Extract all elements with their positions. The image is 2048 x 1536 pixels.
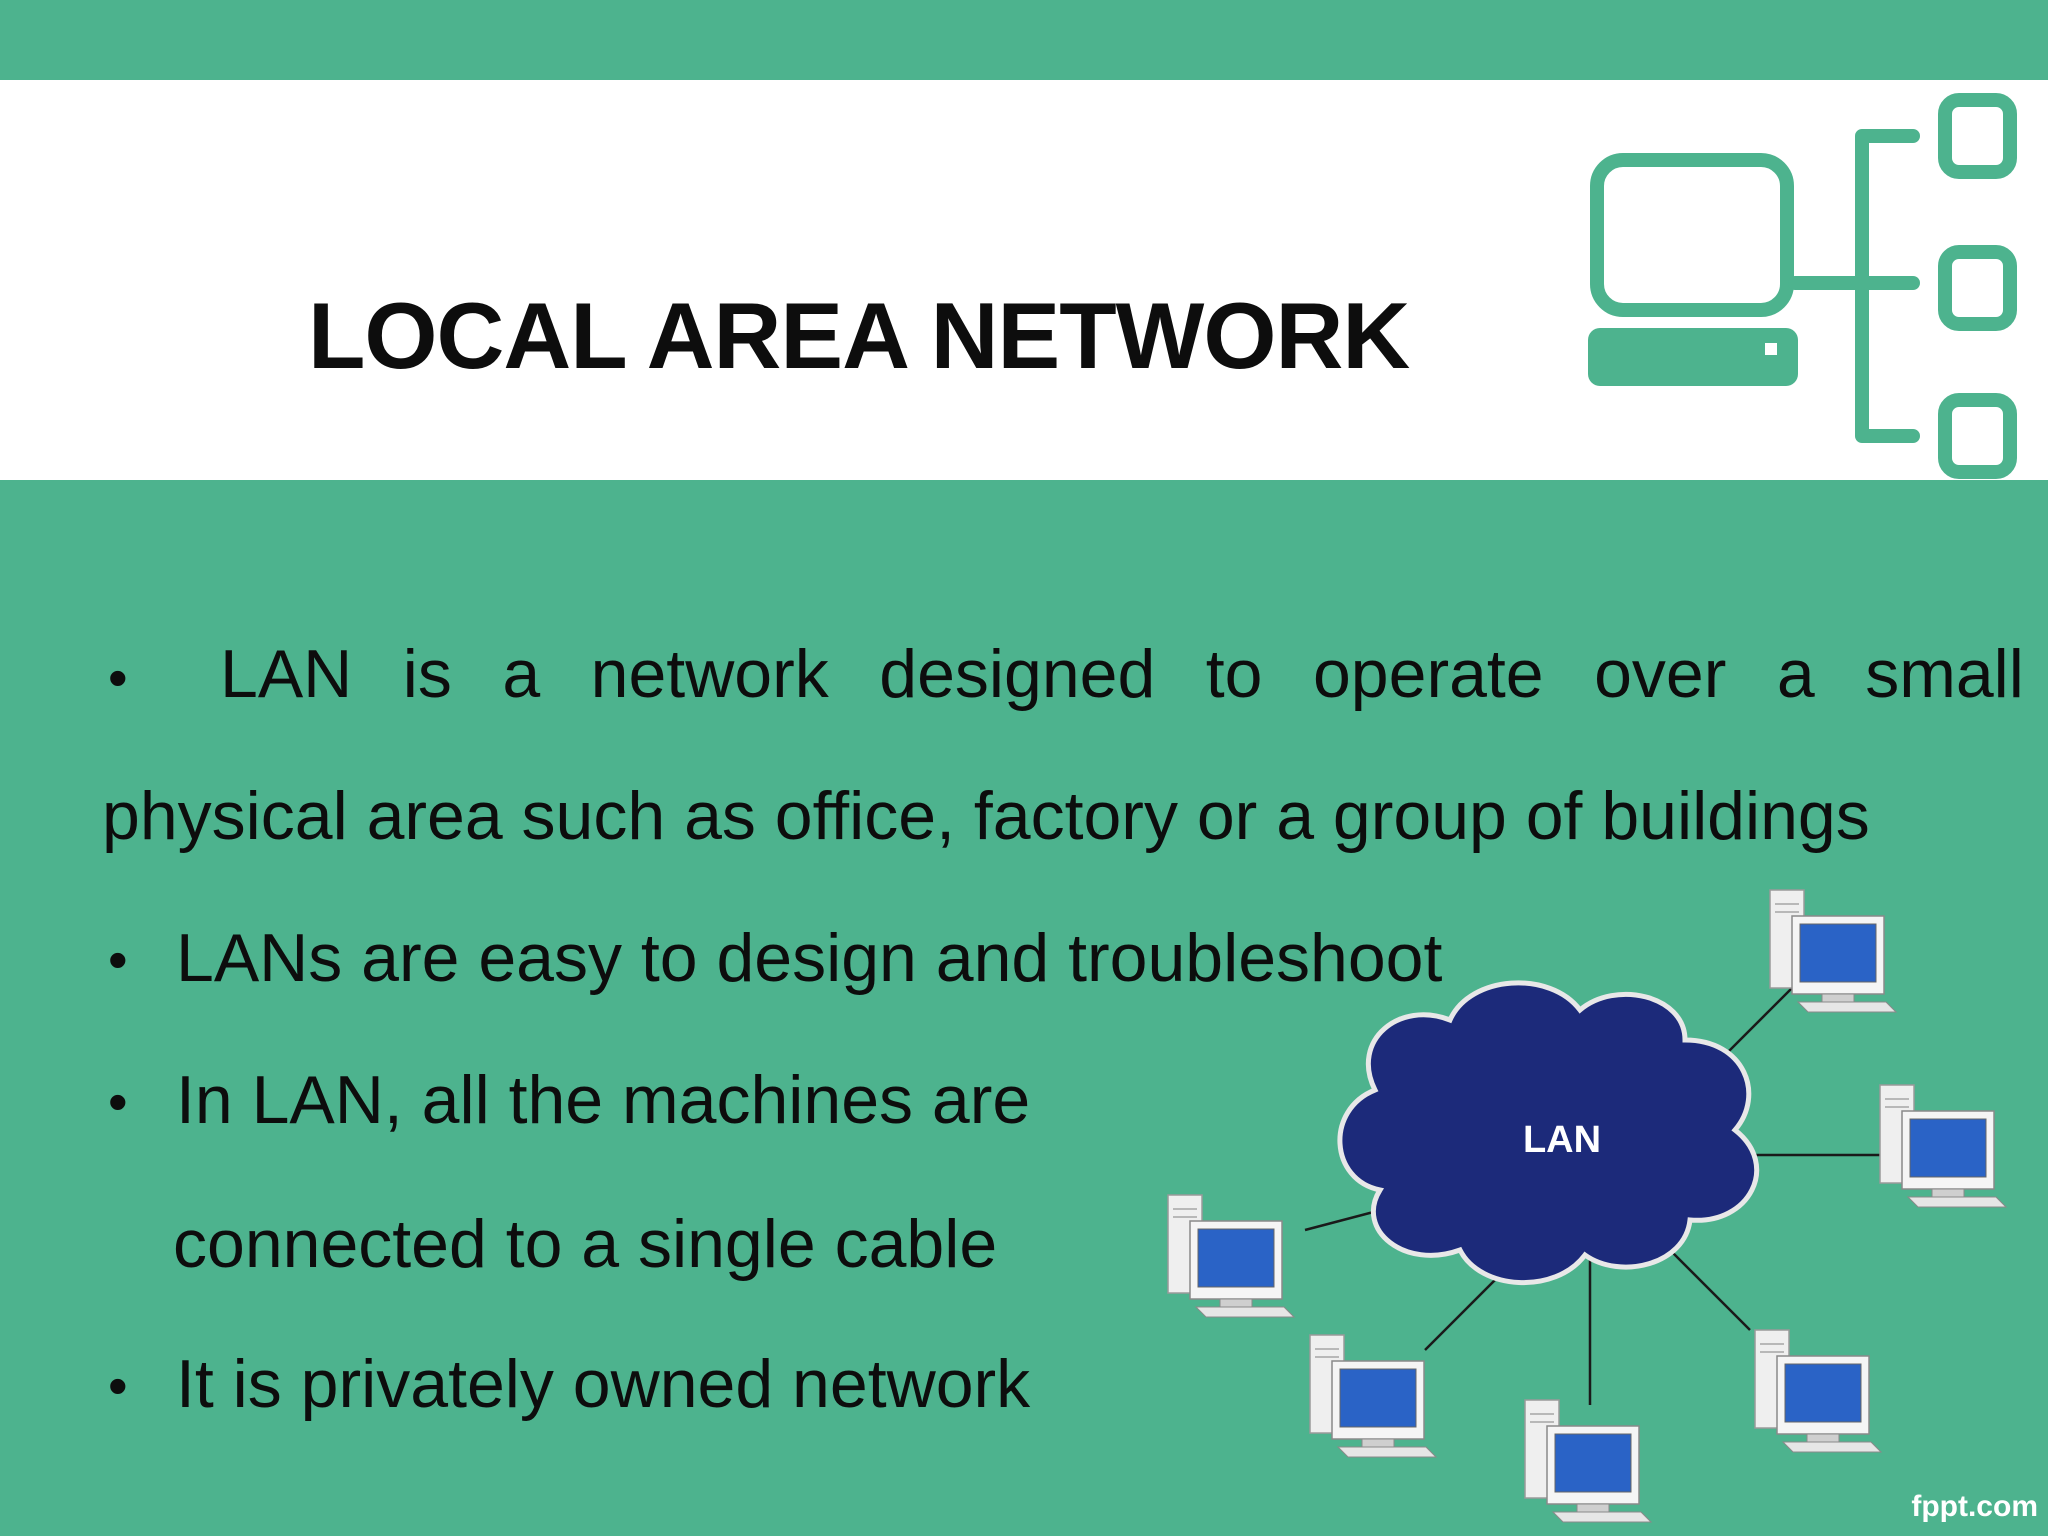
- slide-title: LOCAL AREA NETWORK: [308, 283, 1410, 388]
- network-hierarchy-icon: [1588, 93, 2017, 479]
- word: operate: [1312, 636, 1544, 712]
- computer-icon: [1769, 889, 1897, 1013]
- bullet-1-line1: LAN is a network designed to operate ove…: [220, 640, 2024, 708]
- computer-icon: [1309, 1334, 1437, 1458]
- bullet-2-text: LANs are easy to design and troubleshoot: [176, 920, 1443, 996]
- computer-icon: [1167, 1194, 1295, 1318]
- bullet-1-line2: physical area such as office, factory or…: [102, 778, 1870, 854]
- word: to: [1205, 636, 1263, 712]
- bullet-4-text: It is privately owned network: [176, 1346, 1031, 1422]
- word: over: [1594, 636, 1727, 712]
- word: is: [402, 636, 452, 712]
- word: designed: [879, 636, 1156, 712]
- word: small: [1865, 636, 2024, 712]
- word: a: [502, 636, 541, 712]
- bullet-3-line2: connected to a single cable: [173, 1206, 998, 1282]
- bullet-4-marker: •: [108, 1354, 128, 1417]
- computer-icon: [1524, 1399, 1652, 1523]
- word: a: [1776, 636, 1815, 712]
- lan-diagram: LAN: [1167, 889, 2007, 1523]
- word: LAN: [220, 636, 353, 712]
- lan-cloud-icon: [1337, 980, 1760, 1285]
- bullet-3-marker: •: [108, 1070, 128, 1133]
- computer-icon: [1879, 1084, 2007, 1208]
- top-band: [0, 0, 2048, 80]
- bullet-3-line1: In LAN, all the machines are: [176, 1062, 1031, 1138]
- cloud-label: LAN: [1523, 1119, 1601, 1161]
- watermark: fppt.com: [1911, 1490, 2038, 1523]
- bullet-2-marker: •: [108, 928, 128, 991]
- title-band: [0, 80, 2048, 480]
- bullet-1-marker: •: [108, 646, 128, 709]
- computer-icon: [1754, 1329, 1882, 1453]
- word: network: [590, 636, 829, 712]
